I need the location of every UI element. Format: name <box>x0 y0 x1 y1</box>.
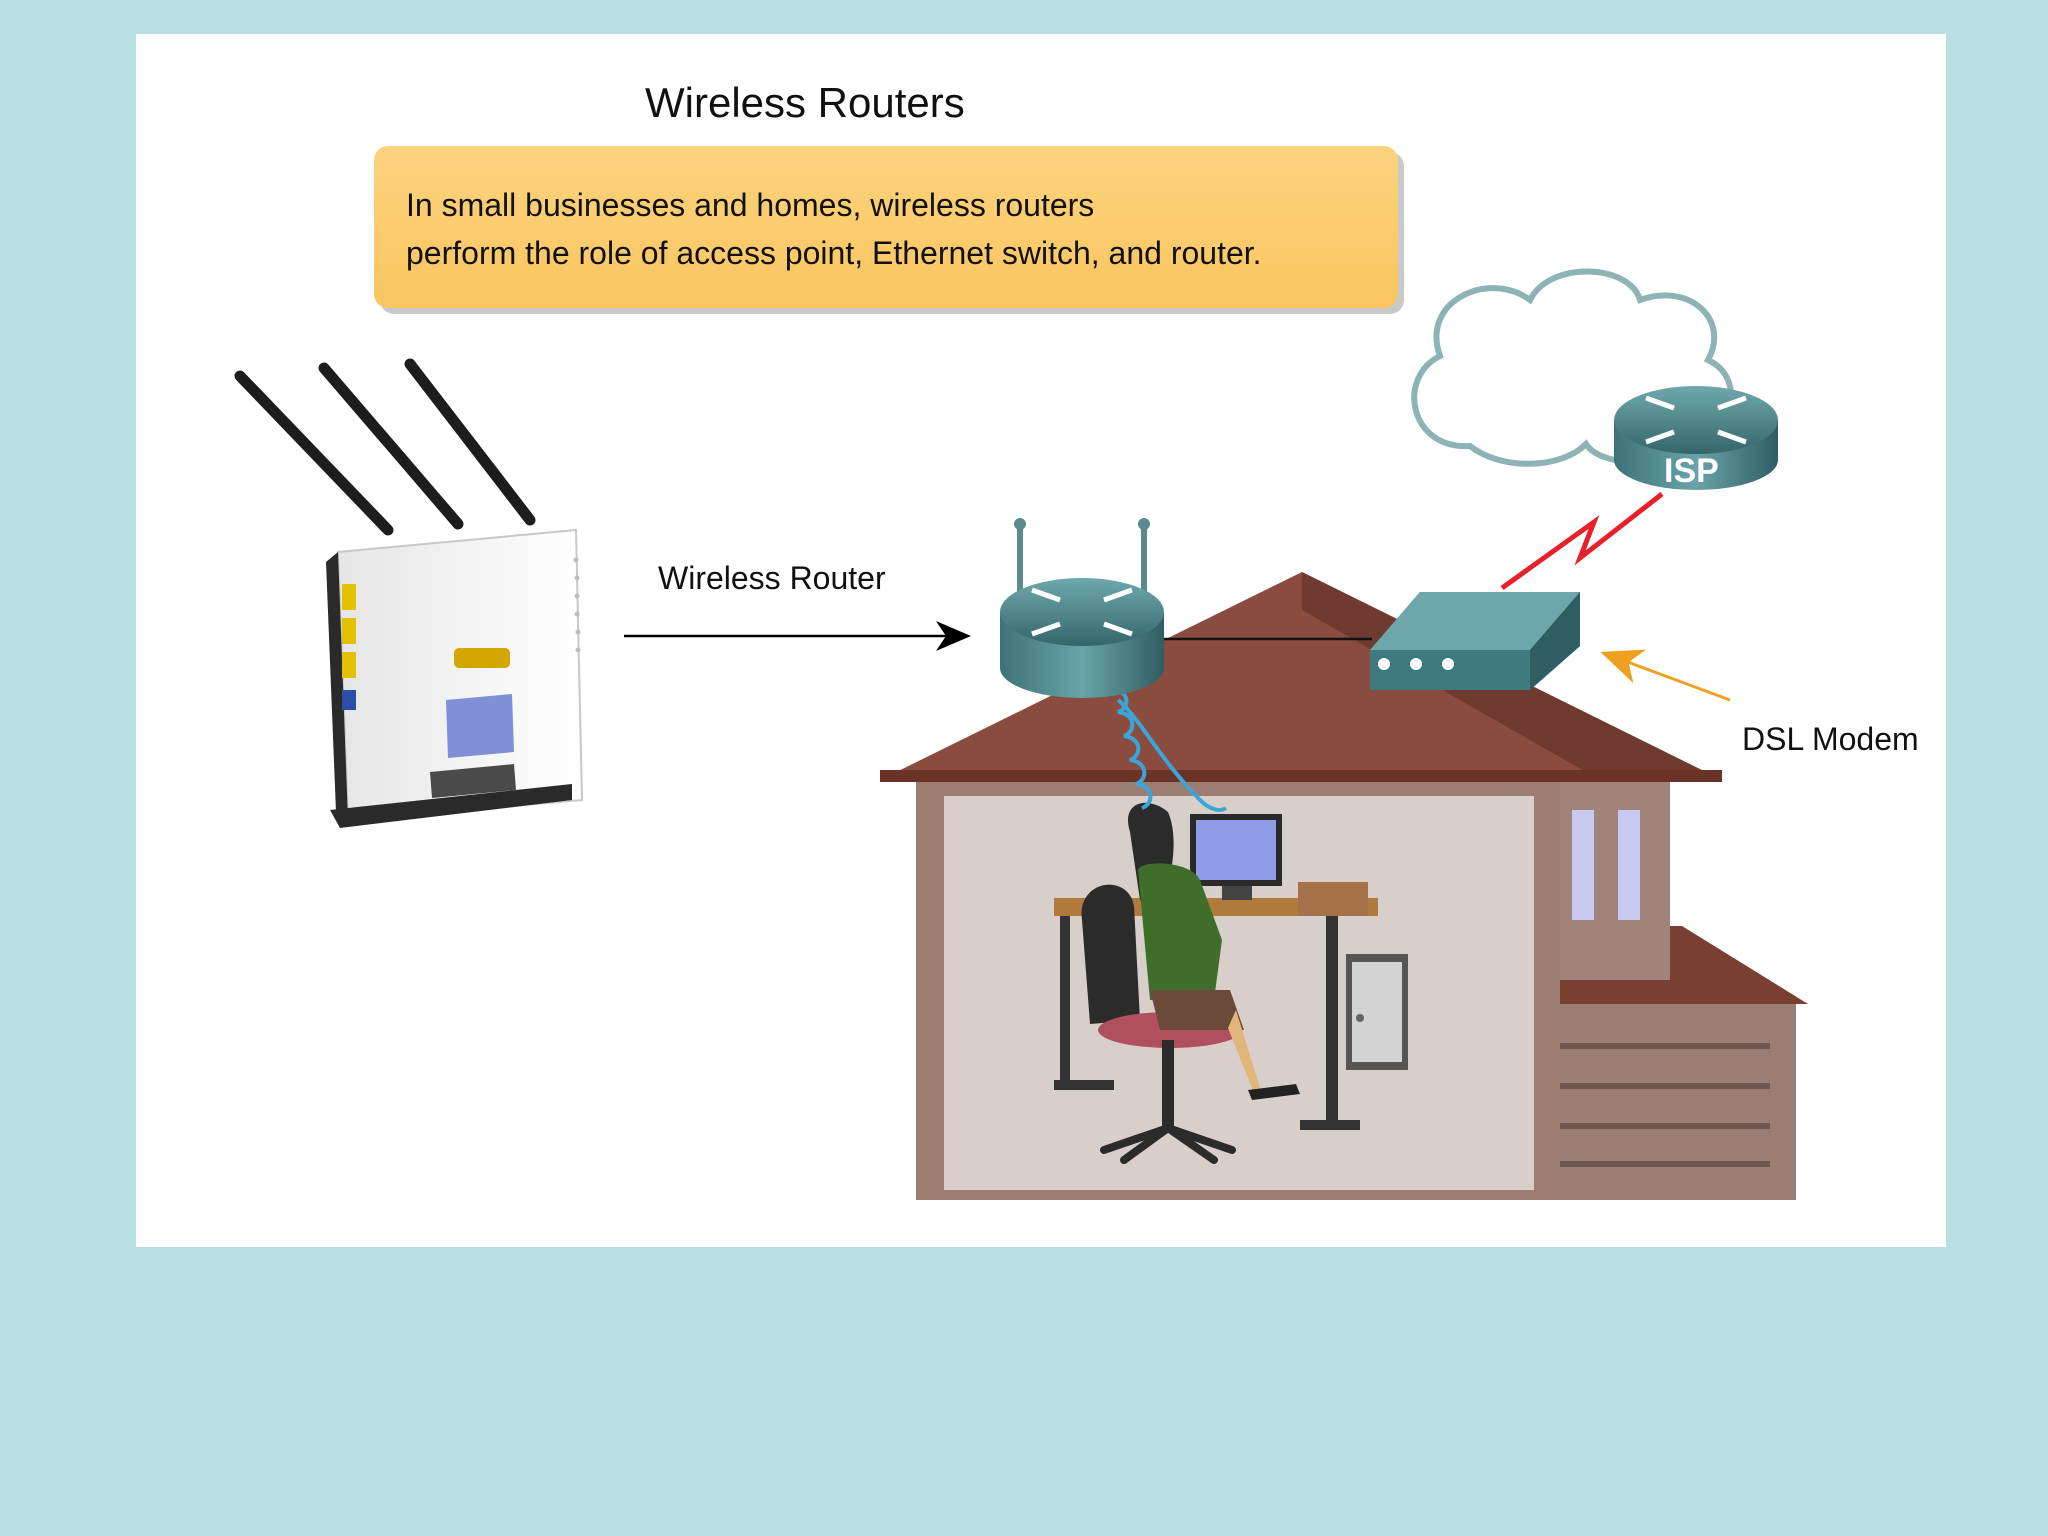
dsl-modem-icon <box>1370 592 1580 690</box>
diagram-title: Wireless Routers <box>645 79 965 126</box>
callout-text-line1: In small businesses and homes, wireless … <box>406 187 1094 223</box>
callout-box: In small businesses and homes, wireless … <box>374 146 1404 314</box>
wan-link <box>1500 492 1664 591</box>
dsl-modem-label: DSL Modem <box>1742 721 1919 757</box>
dsl-modem-arrow <box>1600 649 1731 702</box>
isp-label: ISP <box>1664 452 1719 490</box>
wireless-router-label: Wireless Router <box>658 560 886 596</box>
router-icon <box>1000 518 1164 698</box>
isp-router-icon: ISP <box>1614 386 1778 490</box>
wireless-router-photo <box>234 358 584 828</box>
callout-text-line2: perform the role of access point, Ethern… <box>406 235 1262 271</box>
user-at-desk-illustration <box>1054 802 1408 1164</box>
wireless-link-icon <box>1111 688 1228 812</box>
